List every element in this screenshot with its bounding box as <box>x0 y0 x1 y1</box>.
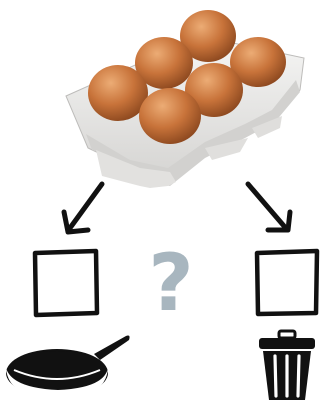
question-mark: ? <box>146 244 196 324</box>
trash-can-icon <box>259 331 315 400</box>
cook-option-checkbox <box>35 251 97 315</box>
left-arrow <box>64 184 102 232</box>
egg <box>88 65 148 121</box>
egg <box>139 88 201 144</box>
frying-pan-icon <box>6 336 130 400</box>
discard-option-checkbox <box>257 251 317 314</box>
right-arrow <box>248 184 290 230</box>
